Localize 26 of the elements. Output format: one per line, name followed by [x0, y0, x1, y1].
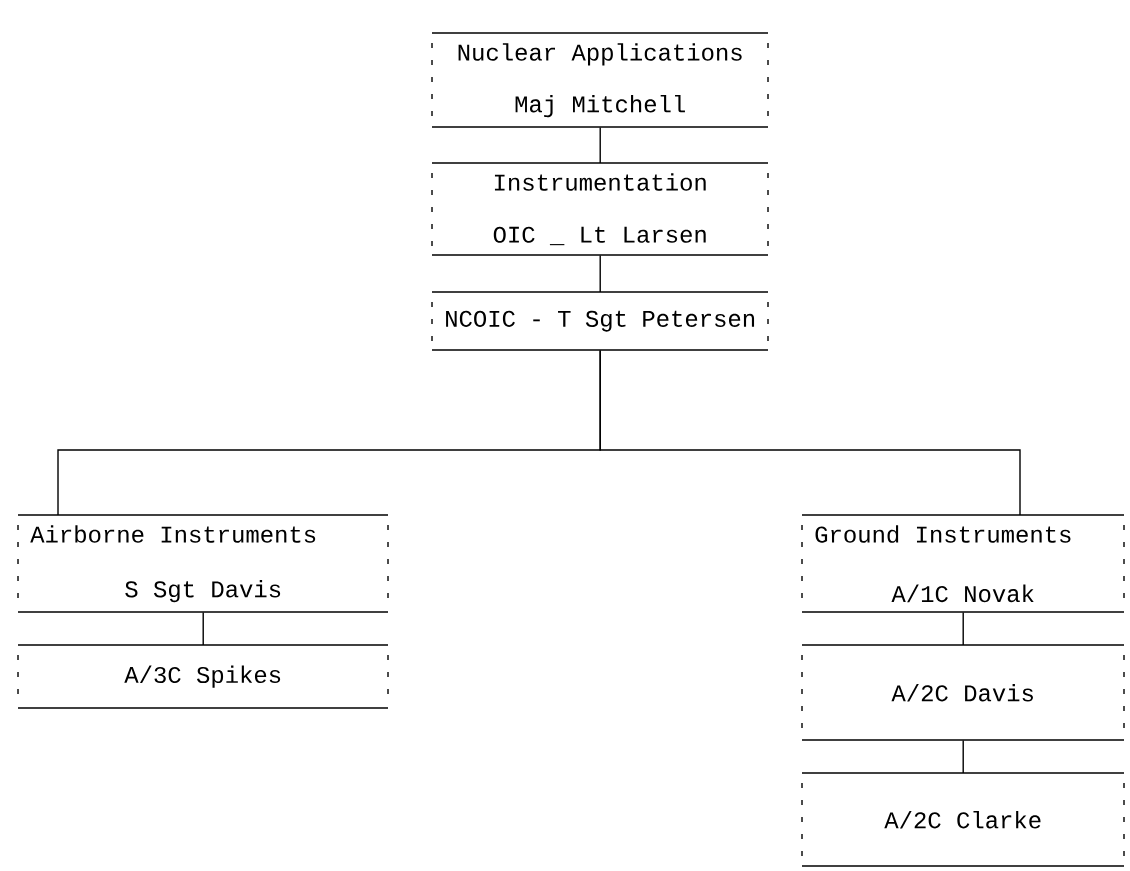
org-box [17, 514, 389, 613]
name-text: NCOIC - T Sgt Petersen [446, 310, 755, 332]
name-text: OIC _ Lt Larsen [493, 226, 706, 246]
connector-line [599, 349, 1021, 516]
org-box [17, 644, 389, 709]
name-text: A/2C Davis [891, 683, 1033, 702]
heading-text: Airborne Instruments [30, 525, 316, 543]
org-box [431, 291, 769, 351]
connector-line [599, 254, 601, 293]
org-box [431, 162, 769, 256]
name-text: A/3C Spikes [124, 665, 281, 688]
org-box [801, 514, 1125, 613]
connector-line [962, 611, 964, 646]
heading-text: Instrumentation [494, 173, 706, 191]
org-box [801, 644, 1125, 741]
connector-line [962, 739, 964, 774]
name-text: A/1C Novak [891, 584, 1034, 603]
name-text: Maj Mitchell [515, 94, 685, 118]
name-text: S Sgt Davis [125, 579, 281, 603]
heading-text: Nuclear Applications [458, 43, 742, 66]
connector-line [202, 611, 204, 646]
heading-text: Ground Instruments [815, 525, 1071, 543]
name-text: A/2C Clarke [884, 810, 1041, 829]
org-box [801, 772, 1125, 867]
connector-line [599, 126, 601, 164]
org-box [431, 32, 769, 128]
